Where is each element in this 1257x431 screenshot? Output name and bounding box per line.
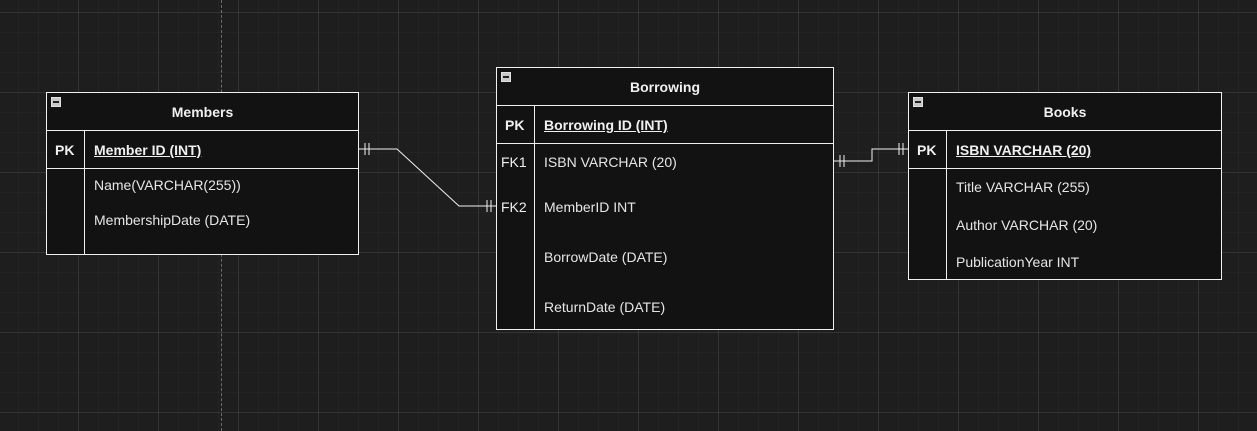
- borrowing-key-divider: [534, 106, 535, 329]
- borrowing-field-isbn: ISBN VARCHAR (20): [544, 154, 677, 170]
- books-key-divider: [946, 131, 947, 279]
- members-pk-field: Member ID (INT): [94, 142, 202, 158]
- borrowing-entity[interactable]: Borrowing PK Borrowing ID (INT) FK1 ISBN…: [496, 67, 834, 330]
- members-borrowing-connector[interactable]: [359, 148, 497, 207]
- borrowing-header[interactable]: Borrowing: [497, 68, 833, 106]
- members-key-divider: [84, 131, 85, 254]
- borrowing-pk-field: Borrowing ID (INT): [544, 117, 668, 133]
- members-pk-row[interactable]: PK Member ID (INT): [47, 131, 358, 169]
- borrowing-title: Borrowing: [630, 79, 700, 95]
- members-title: Members: [171, 104, 234, 120]
- borrowing-pk-row[interactable]: PK Borrowing ID (INT): [497, 106, 833, 144]
- members-pk-label: PK: [55, 142, 75, 158]
- books-title: Books: [1043, 104, 1087, 120]
- borrowing-fk1-label: FK1: [501, 154, 527, 170]
- books-entity[interactable]: Books PK ISBN VARCHAR (20) Title VARCHAR…: [908, 92, 1222, 280]
- books-field-title: Title VARCHAR (255): [956, 179, 1090, 195]
- collapse-icon[interactable]: [913, 97, 923, 107]
- members-field-name: Name(VARCHAR(255)): [94, 177, 241, 193]
- members-field-membershipdate: MembershipDate (DATE): [94, 212, 251, 228]
- books-field-publicationyear: PublicationYear INT: [956, 254, 1080, 270]
- borrowing-fk2-label: FK2: [501, 199, 527, 215]
- books-field-author: Author VARCHAR (20): [956, 217, 1098, 233]
- borrowing-pk-label: PK: [505, 117, 525, 133]
- members-entity[interactable]: Members PK Member ID (INT) Name(VARCHAR(…: [46, 92, 359, 255]
- books-header[interactable]: Books: [909, 93, 1221, 131]
- collapse-icon[interactable]: [51, 97, 61, 107]
- members-header[interactable]: Members: [47, 93, 358, 131]
- borrowing-books-connector[interactable]: [834, 148, 909, 162]
- borrowing-field-memberid: MemberID INT: [544, 199, 636, 215]
- books-pk-row[interactable]: PK ISBN VARCHAR (20): [909, 131, 1221, 169]
- borrowing-field-borrowdate: BorrowDate (DATE): [544, 249, 668, 265]
- borrowing-field-returndate: ReturnDate (DATE): [544, 299, 666, 315]
- books-pk-field: ISBN VARCHAR (20): [956, 142, 1092, 158]
- books-pk-label: PK: [917, 142, 937, 158]
- collapse-icon[interactable]: [501, 72, 511, 82]
